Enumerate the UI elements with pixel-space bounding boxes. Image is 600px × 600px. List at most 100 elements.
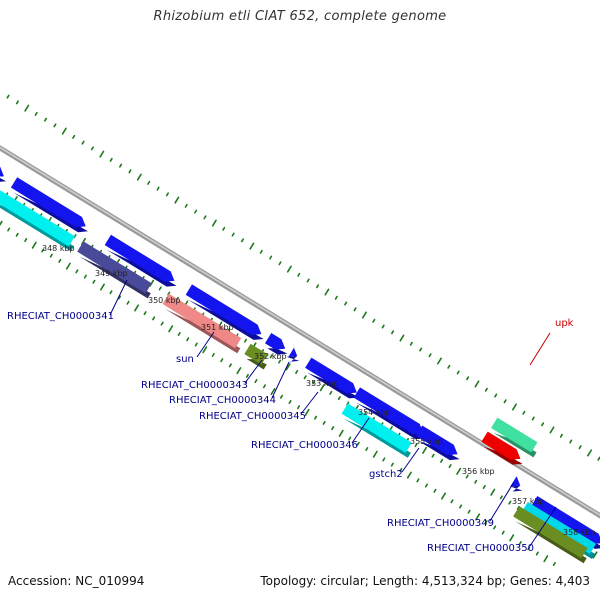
gene-feature: [244, 343, 268, 365]
tick-label: 358 kbp: [563, 528, 596, 537]
guide-dot: [499, 495, 503, 500]
guide-dot: [44, 117, 48, 122]
leader-line: [529, 332, 551, 366]
guide-dot: [58, 258, 62, 263]
gene-feature: [531, 496, 600, 544]
guide-dot: [49, 253, 53, 258]
guide-dot: [90, 146, 94, 151]
guide-dot: [503, 399, 507, 404]
guide-dot: [236, 367, 242, 375]
guide-dot: [34, 111, 38, 116]
guide-dot: [297, 405, 301, 410]
guide-dot: [456, 370, 460, 375]
guide-dot: [474, 380, 480, 388]
genome-backbone: [0, 145, 600, 519]
gene-label: upk: [555, 318, 574, 329]
guide-dot: [0, 220, 3, 227]
guide-dot: [194, 209, 198, 214]
guide-dot: [295, 370, 299, 375]
guide-dot: [7, 227, 11, 232]
guide-dot: [158, 286, 162, 291]
guide-dot: [278, 261, 282, 266]
guide-dot: [319, 384, 325, 392]
tick-label: 356 kbp: [462, 467, 495, 476]
guide-dot: [152, 316, 156, 321]
guide-dot: [312, 380, 316, 385]
leader-line: [196, 331, 215, 358]
guide-dot: [348, 436, 352, 441]
guide-dot: [494, 393, 498, 398]
guide-dot: [147, 180, 151, 185]
tick-label: 355 kbp: [410, 437, 443, 446]
guide-dot: [474, 479, 478, 484]
gene-feature: [481, 431, 521, 460]
guide-dot: [278, 359, 282, 364]
gene-label: RHECIAT_CH0000346: [251, 440, 358, 451]
gene-feature: [162, 293, 242, 349]
tick-label: 353 kbp: [306, 379, 339, 388]
gene-label: RHECIAT_CH0000345: [199, 411, 306, 422]
leader-line: [529, 506, 557, 547]
guide-dot: [31, 241, 37, 249]
gene-feature-side: [77, 251, 151, 299]
guide-dot: [220, 358, 224, 363]
gene-feature-side: [513, 516, 587, 564]
guide-dot: [467, 509, 471, 514]
guide-dot: [81, 140, 85, 145]
guide-dot: [194, 342, 198, 347]
guide-dot: [456, 467, 462, 475]
guide-dot: [240, 238, 245, 243]
guide-dot: [475, 513, 481, 521]
gene-label: RHECIAT_CH0000349: [387, 518, 494, 529]
guide-dot: [578, 445, 582, 450]
guide-dot: [259, 249, 263, 254]
guide-dot: [382, 457, 386, 462]
tick-label: 354 kbp: [358, 408, 391, 417]
guide-dot: [419, 347, 423, 352]
guide-dot: [285, 363, 291, 371]
guide-dot: [92, 279, 96, 284]
guide-dot: [391, 330, 395, 335]
guide-dot: [168, 325, 174, 333]
guide-dot: [61, 127, 67, 135]
guide-dot: [117, 295, 122, 300]
guide-dot: [433, 488, 437, 493]
guide-dot: [249, 242, 255, 250]
guide-dot: [509, 534, 515, 542]
guide-dot: [531, 416, 535, 421]
guide-dot: [186, 337, 190, 342]
guide-dot: [424, 483, 428, 488]
guide-dot: [329, 390, 333, 395]
gene-feature-side: [287, 355, 300, 363]
gene-features: [0, 166, 600, 564]
guide-dot: [482, 484, 486, 489]
gene-label: RHECIAT_CH0000343: [141, 380, 248, 391]
guide-dot: [165, 192, 170, 197]
gene-feature: [341, 403, 412, 453]
guide-dot: [535, 551, 539, 556]
guide-dot: [466, 376, 470, 381]
guide-dot: [322, 420, 326, 425]
gene-feature: [0, 166, 4, 177]
guide-dot: [416, 478, 420, 483]
tick-label: 350 kbp: [148, 296, 181, 305]
guide-dot: [316, 284, 320, 289]
guide-dot: [331, 426, 335, 431]
guide-dot: [143, 311, 147, 316]
guide-dot: [303, 375, 307, 380]
gene-feature: [416, 425, 458, 456]
guide-dot: [24, 238, 28, 242]
gene-label: RHECIAT_CH0000341: [7, 311, 114, 322]
guide-dot: [501, 530, 505, 535]
guide-dot: [41, 248, 45, 253]
guide-dot: [390, 462, 394, 467]
gene-feature-side: [510, 485, 523, 492]
guide-dot: [245, 373, 249, 378]
guide-dot: [334, 295, 338, 300]
guide-dot: [270, 387, 276, 396]
guide-dot: [109, 290, 113, 295]
guide-dot: [83, 274, 87, 279]
guide-dot: [134, 304, 140, 312]
guide-dot: [338, 429, 344, 437]
